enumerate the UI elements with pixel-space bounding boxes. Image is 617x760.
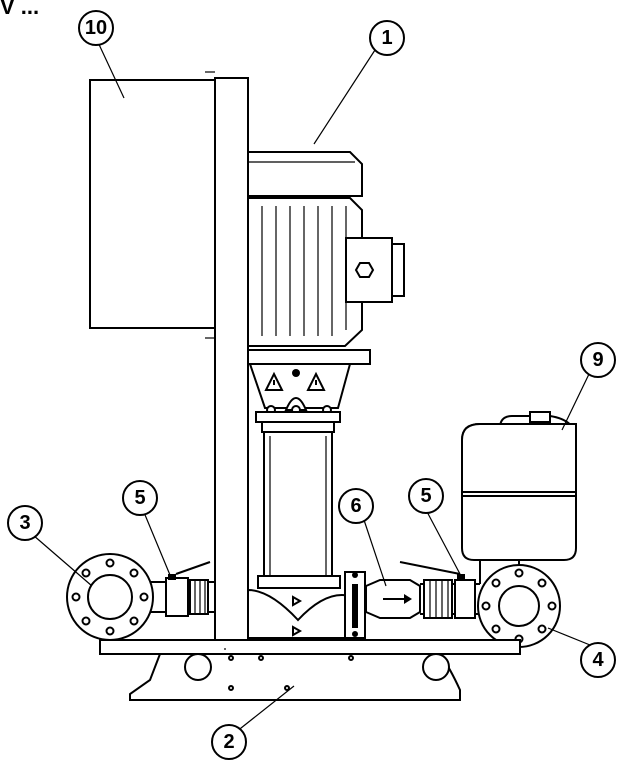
callout-4: 4 [580,642,616,678]
callout-9: 9 [580,342,616,378]
callout-5-right: 5 [408,478,444,514]
svg-text:9: 9 [592,349,603,371]
svg-text:2: 2 [223,731,234,753]
svg-text:5: 5 [420,485,431,507]
svg-text:6: 6 [350,495,361,517]
outlet-flange [477,564,561,648]
warning-triangle-icon [264,371,284,391]
header-text: V ... [0,0,40,19]
lantern [248,363,352,433]
callout-5-left: 5 [122,480,158,516]
warning-triangle-icon [306,371,326,391]
mounting-post [214,77,249,651]
svg-text:4: 4 [592,649,604,671]
hex-nut-icon [354,262,375,278]
discharge-pipe [365,556,481,619]
base-frame [99,639,521,701]
callout-1: 1 [369,20,405,56]
inlet-flange [66,553,154,641]
callout-10: 10 [78,10,114,46]
callout-6: 6 [338,488,374,524]
callout-2: 2 [211,724,247,760]
svg-text:1: 1 [381,27,392,49]
pump-column [257,432,341,589]
motor [237,151,405,365]
callout-3: 3 [7,505,43,541]
svg-text:10: 10 [85,17,107,39]
pump-housing [247,571,366,639]
pressure-vessel [461,411,577,566]
inlet-pipe [140,561,215,617]
svg-text:5: 5 [134,487,145,509]
leader-lines [32,37,591,733]
control-box [89,71,216,339]
svg-text:3: 3 [19,512,30,534]
